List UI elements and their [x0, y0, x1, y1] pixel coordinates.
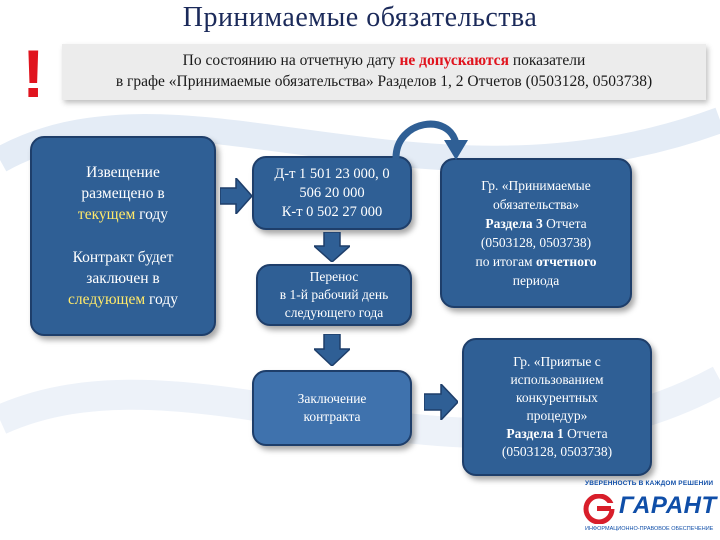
transfer-line-2: в 1-й рабочий день: [279, 287, 389, 302]
current-year-highlight: текущем: [77, 206, 136, 223]
condition-contract-tail: году: [145, 291, 178, 308]
competitive-procedures-box: Гр. «Приятые с использованием конкурентн…: [462, 338, 652, 476]
condition-contract-line-3: следующем году: [38, 289, 208, 310]
logo-tagline: УВЕРЕННОСТЬ В КАЖДОМ РЕШЕНИИ: [585, 480, 714, 487]
competitive-line-1: Гр. «Приятые с: [513, 354, 601, 369]
competitive-section-tail: Отчета: [563, 426, 608, 441]
transfer-line-3: следующего года: [284, 305, 384, 320]
contract-box: Заключение контракта: [252, 370, 412, 446]
curved-arrow-icon: [392, 120, 468, 160]
transfer-box: Перенос в 1-й рабочий день следующего го…: [256, 264, 412, 326]
accounting-entry-box: Д-т 1 501 23 000, 0 506 20 000 К-т 0 502…: [252, 156, 412, 230]
entry-line-3: К-т 0 502 27 000: [281, 203, 383, 220]
condition-notice-line-2: размещено в: [81, 185, 165, 202]
accepted-line-6: периода: [512, 273, 560, 288]
transfer-line-1: Перенос: [309, 269, 359, 284]
condition-notice-line-3: текущем году: [38, 204, 208, 225]
notice-banner: По состоянию на отчетную дату не допуска…: [62, 44, 706, 100]
condition-notice-tail: году: [135, 206, 169, 223]
accepted-section: Раздела 3: [485, 216, 543, 231]
condition-box: Извещение размещено в текущем году Контр…: [30, 136, 216, 336]
arrow-down-icon: [314, 334, 350, 366]
contract-line-1: Заключение: [297, 391, 367, 406]
contract-line-2: контракта: [303, 409, 361, 424]
competitive-line-6: (0503128, 0503738): [501, 444, 613, 459]
competitive-line-2: использованием: [510, 372, 604, 387]
accepted-obligations-box: Гр. «Принимаемые обязательства» Раздела …: [440, 158, 632, 308]
accepted-line-2: обязательства»: [492, 197, 580, 212]
accepted-period-head: по итогам: [475, 254, 536, 269]
accepted-line-3: Раздела 3 Отчета: [442, 214, 630, 233]
accepted-line-4: (0503128, 0503738): [480, 235, 592, 250]
condition-contract-line-1: Контракт будет: [72, 249, 174, 266]
condition-notice-line-1: Извещение: [86, 164, 160, 181]
notice-text-1: По состоянию на отчетную дату: [182, 52, 400, 69]
competitive-line-5: Раздела 1 Отчета: [464, 425, 650, 443]
notice-text-2: показатели: [508, 52, 586, 69]
logo-subtitle: ИНФОРМАЦИОННО-ПРАВОВОЕ ОБЕСПЕЧЕНИЕ: [585, 526, 714, 532]
entry-line-1: Д-т 1 501 23 000, 0: [274, 165, 390, 182]
notice-line-2: в графе «Принимаемые обязательства» Разд…: [115, 73, 653, 90]
competitive-line-3: конкурентных: [516, 390, 598, 405]
accepted-line-1: Гр. «Принимаемые: [481, 178, 591, 193]
next-year-highlight: следующем: [68, 291, 146, 308]
logo-name: ГАРАНТ: [619, 492, 717, 519]
entry-line-2: 506 20 000: [299, 184, 365, 201]
condition-notice: Извещение размещено в текущем году: [38, 162, 208, 225]
garant-emblem-icon: [583, 494, 615, 524]
notice-line-1: По состоянию на отчетную дату не допуска…: [62, 50, 706, 71]
accepted-section-tail: Отчета: [542, 216, 587, 231]
notice-highlight: не допускаются: [399, 52, 509, 69]
page-title: Принимаемые обязательства: [182, 2, 538, 33]
accepted-period-bold: отчетного: [535, 254, 597, 269]
arrow-right-icon: [220, 178, 252, 214]
condition-contract-line-2: заключен в: [86, 270, 160, 287]
competitive-line-4: процедур»: [526, 408, 588, 423]
arrow-down-icon: [314, 232, 350, 262]
condition-contract: Контракт будет заключен в следующем году: [38, 247, 208, 310]
exclamation-icon: !: [22, 36, 45, 112]
accepted-line-5: по итогам отчетного: [442, 252, 630, 271]
garant-logo: УВЕРЕННОСТЬ В КАЖДОМ РЕШЕНИИ ГАРАНТ ИНФО…: [575, 478, 717, 538]
arrow-right-icon: [424, 384, 458, 420]
competitive-section: Раздела 1: [506, 426, 564, 441]
